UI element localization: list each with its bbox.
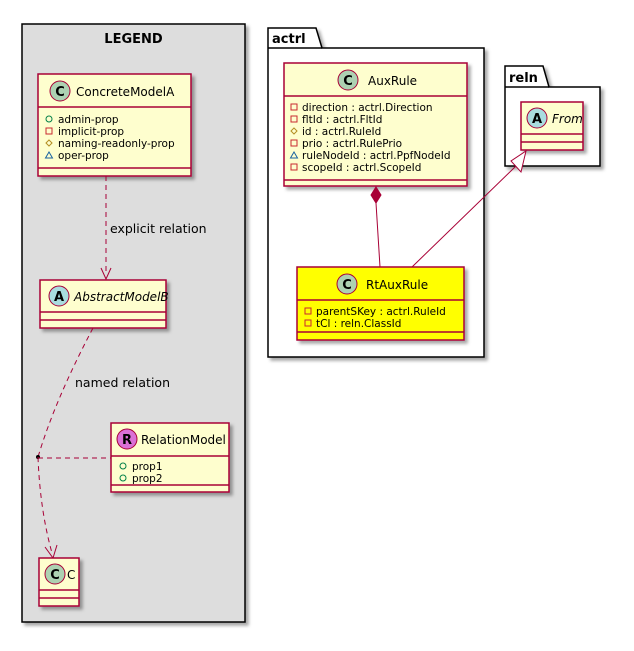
private-icon xyxy=(290,163,298,171)
attr-id: id : actrl.RuleId xyxy=(302,126,381,138)
edge-label-named: named relation xyxy=(75,375,170,390)
attr-prio: prio : actrl.RulePrio xyxy=(302,138,402,150)
svg-text:C: C xyxy=(343,74,353,89)
private-icon xyxy=(290,115,298,123)
edge-named-relation: named relation xyxy=(36,327,170,560)
package-title: reln xyxy=(509,71,538,86)
public-icon xyxy=(119,462,127,470)
class-name: RtAuxRule xyxy=(366,278,428,292)
class-badge-c-icon: C xyxy=(336,273,358,295)
attr-rule-node-id: ruleNodeId : actrl.PpfNodeId xyxy=(302,150,450,162)
class-name: From xyxy=(552,112,583,126)
attr-oper-prop: oper-prop xyxy=(58,150,109,162)
abstract-badge-a-icon: A xyxy=(526,107,548,129)
class-name: RelationModel xyxy=(141,433,226,447)
protected-icon xyxy=(45,139,53,147)
private-icon xyxy=(45,127,53,135)
relation-badge-r-icon: R xyxy=(116,428,138,450)
svg-text:R: R xyxy=(122,433,132,448)
attr-prop2: prop2 xyxy=(132,473,163,485)
class-name: C xyxy=(67,568,75,582)
private-icon xyxy=(304,319,312,327)
protected-icon xyxy=(290,127,298,135)
edge-composition xyxy=(370,186,382,268)
class-badge-c-icon: C xyxy=(49,80,71,102)
class-relation-model[interactable]: R RelationModel prop1 prop2 xyxy=(110,422,230,493)
abstract-badge-a-icon: A xyxy=(48,285,70,307)
attr-scope-id: scopeId : actrl.ScopeId xyxy=(302,162,421,174)
class-concrete-model-a[interactable]: C ConcreteModelA admin-prop implicit-pro… xyxy=(37,73,192,177)
class-aux-rule[interactable]: C AuxRule direction : actrl.Direction fl… xyxy=(283,62,468,187)
class-from[interactable]: A From xyxy=(520,101,584,151)
svg-text:C: C xyxy=(55,85,65,100)
edge-label-explicit: explicit relation xyxy=(110,221,207,236)
class-badge-c-icon: C xyxy=(337,69,359,91)
attr-direction: direction : actrl.Direction xyxy=(302,102,433,114)
attr-tcl: tCl : reln.ClassId xyxy=(316,318,401,330)
svg-text:C: C xyxy=(342,278,352,293)
attr-parent-skey: parentSKey : actrl.RuleId xyxy=(316,306,446,318)
class-name: AbstractModelB xyxy=(73,290,169,304)
package-icon xyxy=(44,151,54,159)
legend-title: LEGEND xyxy=(104,32,163,47)
svg-text:A: A xyxy=(54,290,64,305)
attr-prop1: prop1 xyxy=(132,461,163,473)
class-name: AuxRule xyxy=(368,74,417,88)
package-icon xyxy=(289,151,299,159)
edge-explicit-relation: explicit relation xyxy=(100,176,207,281)
class-c[interactable]: C C xyxy=(38,557,80,607)
class-name: ConcreteModelA xyxy=(76,85,175,99)
edge-generalization xyxy=(411,149,527,268)
public-icon xyxy=(119,474,127,482)
private-icon xyxy=(304,307,312,315)
private-icon xyxy=(290,139,298,147)
class-badge-c-icon: C xyxy=(44,563,66,585)
attr-flt-id: fltId : actrl.FltId xyxy=(302,114,382,126)
public-icon xyxy=(45,115,53,123)
package-title: actrl xyxy=(272,32,306,47)
attr-naming-readonly-prop: naming-readonly-prop xyxy=(58,138,175,150)
class-rt-aux-rule[interactable]: C RtAuxRule parentSKey : actrl.RuleId tC… xyxy=(296,266,465,341)
svg-text:A: A xyxy=(532,112,542,127)
attr-admin-prop: admin-prop xyxy=(58,114,119,126)
attr-implicit-prop: implicit-prop xyxy=(58,126,124,138)
svg-text:C: C xyxy=(50,568,60,583)
class-abstract-model-b[interactable]: A AbstractModelB xyxy=(39,279,169,329)
private-icon xyxy=(290,103,298,111)
